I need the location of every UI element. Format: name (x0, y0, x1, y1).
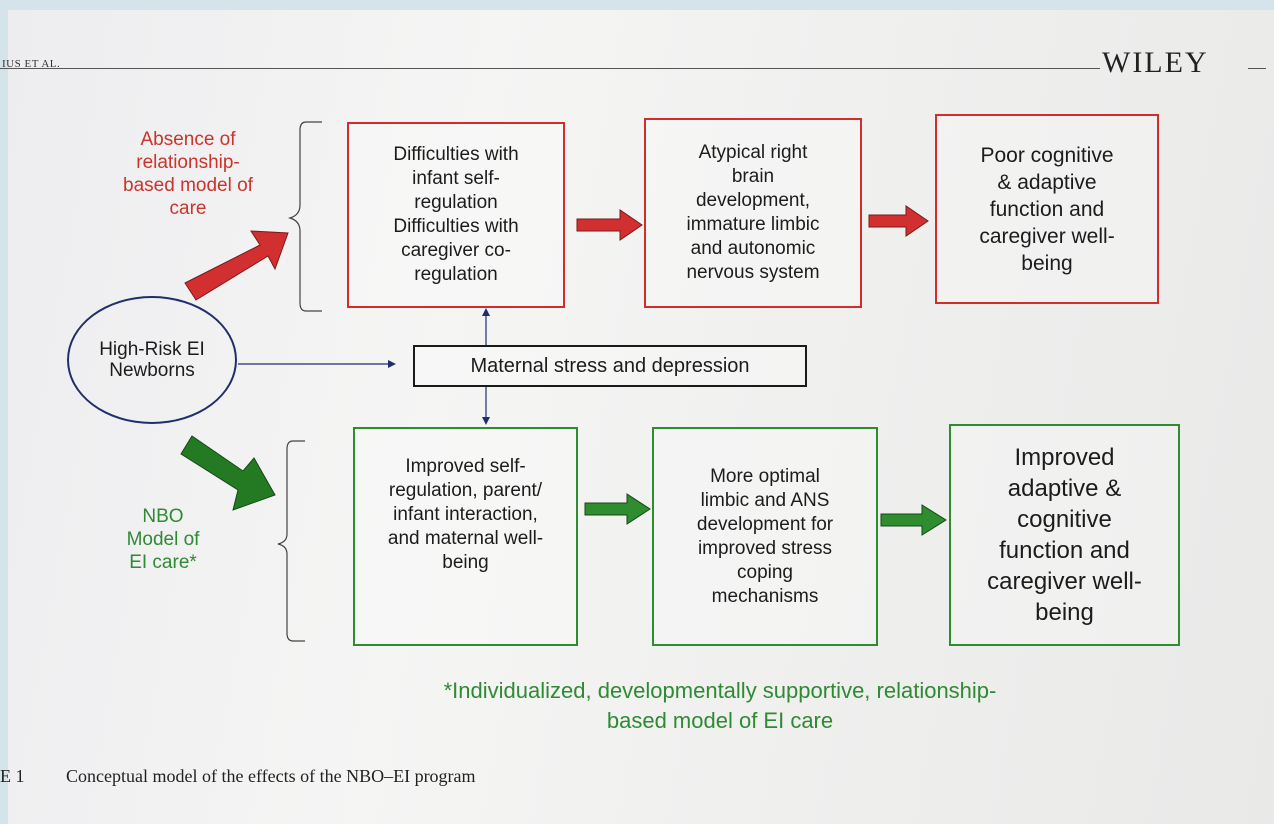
red-box-1-text: Difficulties with infant self- regulatio… (393, 144, 519, 285)
page-sheet (8, 10, 1274, 824)
maternal-stress-text: Maternal stress and depression (470, 354, 750, 377)
running-head: IUS ET AL. (2, 58, 61, 70)
green-brace (277, 440, 305, 642)
red-diagonal-arrow (184, 230, 289, 301)
high-risk-newborns-text: High-Risk EI Newborns (99, 339, 205, 381)
nbo-model-label: NBO Model of EI care* (108, 505, 218, 574)
publisher-logo: WILEY (1102, 46, 1209, 79)
arrowhead-to-maternal (388, 360, 396, 368)
red-arrow-1 (576, 209, 643, 241)
footnote: *Individualized, developmentally support… (443, 678, 997, 733)
red-box-3-text: Poor cognitive & adaptive function and c… (979, 143, 1115, 275)
absence-label: Absence of relationship- based model of … (98, 128, 278, 220)
green-box-1: Improved self- regulation, parent/ infan… (353, 427, 578, 646)
absence-label-text: Absence of relationship- based model of … (123, 129, 253, 219)
header-rule-right (1248, 68, 1266, 69)
green-box-3-text: Improved adaptive & cognitive function a… (987, 444, 1142, 626)
arrowhead-up (482, 308, 490, 316)
high-risk-newborns-node: High-Risk EI Newborns (67, 296, 237, 424)
red-box-2-text: Atypical right brain development, immatu… (686, 142, 820, 283)
maternal-stress-box: Maternal stress and depression (413, 345, 807, 387)
red-brace (287, 121, 322, 312)
green-box-2: More optimal limbic and ANS development … (652, 427, 878, 646)
red-box-3: Poor cognitive & adaptive function and c… (935, 114, 1159, 304)
green-box-3: Improved adaptive & cognitive function a… (949, 424, 1180, 646)
figure-number: E 1 (0, 766, 25, 786)
arrowhead-down (482, 417, 490, 425)
green-box-2-text: More optimal limbic and ANS development … (696, 465, 834, 607)
green-arrow-2 (880, 504, 947, 536)
green-box-1-text: Improved self- regulation, parent/ infan… (387, 456, 544, 573)
green-diagonal-arrow (180, 435, 276, 511)
red-box-1: Difficulties with infant self- regulatio… (347, 122, 565, 308)
green-arrow-1 (584, 493, 651, 525)
red-box-2: Atypical right brain development, immatu… (644, 118, 862, 308)
red-arrow-2 (868, 205, 929, 237)
header-rule (0, 68, 1100, 69)
figure-caption: Conceptual model of the effects of the N… (66, 766, 476, 786)
nbo-model-label-text: NBO Model of EI care* (126, 506, 200, 573)
